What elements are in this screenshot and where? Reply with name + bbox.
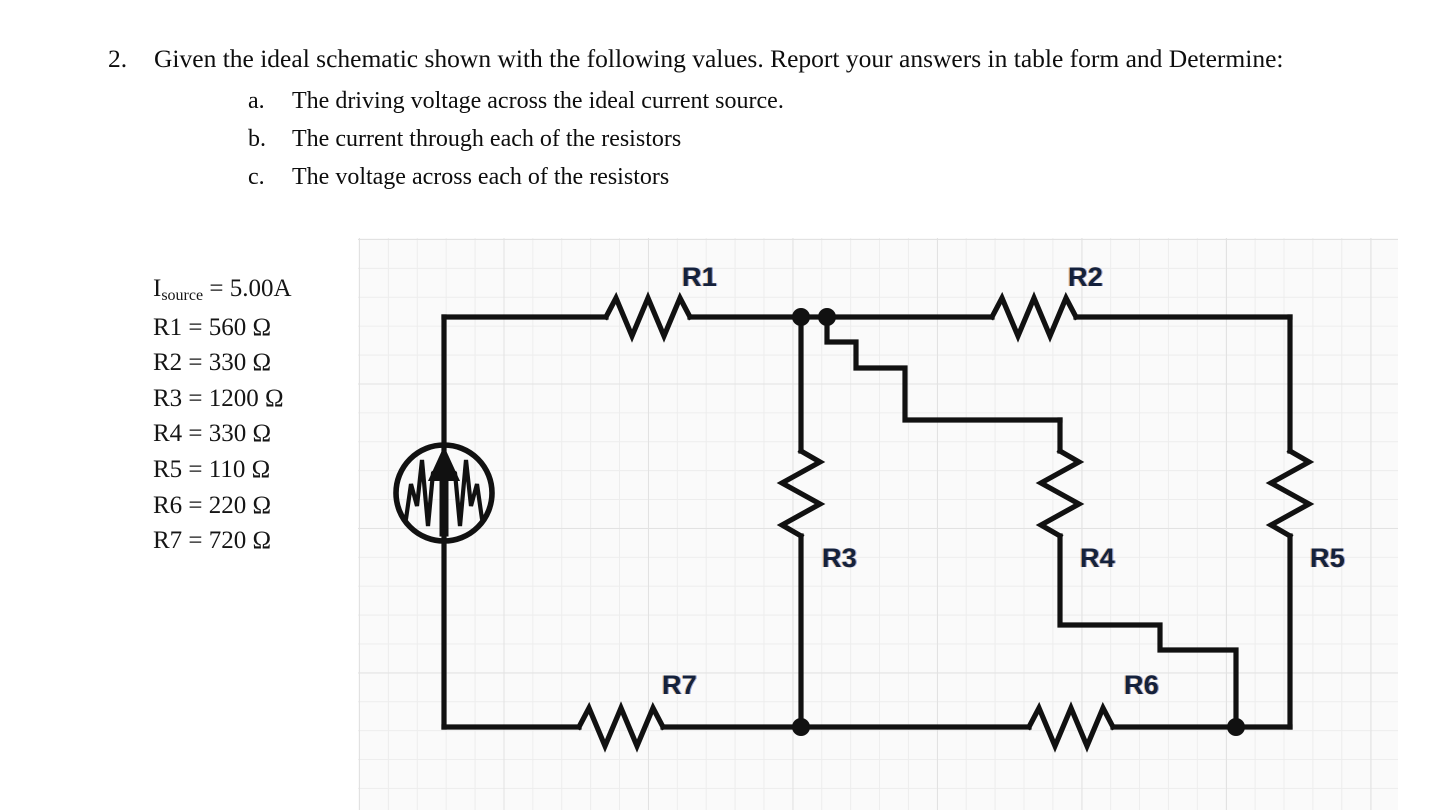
label-R2: R2 xyxy=(1068,262,1104,292)
value-r3: R3 = 1200 Ω xyxy=(153,384,284,412)
question-main: 2. Given the ideal schematic shown with … xyxy=(108,40,1308,79)
subitem-b-marker: b. xyxy=(248,125,266,152)
junction-dot-top-r3 xyxy=(792,308,810,326)
question-subitems: a. The driving voltage across the ideal … xyxy=(108,83,1308,197)
circuit-schematic xyxy=(393,291,1315,753)
label-R1: R1 xyxy=(682,262,718,292)
current-source-noise-right xyxy=(452,459,485,527)
given-values-list: Isource = 5.00A R1 = 560 Ω R2 = 330 Ω R3… xyxy=(153,271,292,559)
subitem-a: a. The driving voltage across the ideal … xyxy=(248,83,1308,121)
resistor-R6-symbol xyxy=(1025,701,1117,753)
current-source-noise-left xyxy=(403,459,436,527)
value-source: Isource = 5.00A xyxy=(153,271,292,310)
source-subscript: source xyxy=(161,287,204,304)
resistor-R7-symbol xyxy=(575,701,667,753)
subitem-c-marker: c. xyxy=(248,163,265,190)
label-R5: R5 xyxy=(1310,543,1346,573)
subitem-b-text: The current through each of the resistor… xyxy=(292,125,682,152)
label-R4: R4 xyxy=(1080,543,1116,573)
current-source-circle xyxy=(393,442,495,544)
resistor-R4-symbol xyxy=(1035,447,1085,540)
label-R6: R6 xyxy=(1124,670,1160,700)
question-text: Given the ideal schematic shown with the… xyxy=(154,44,1284,73)
wire-staircase-upper xyxy=(824,314,1063,423)
value-r5: R5 = 110 Ω xyxy=(153,455,271,483)
subitem-b: b. The current through each of the resis… xyxy=(248,121,1308,159)
resistor-R1-symbol xyxy=(602,291,694,343)
source-value: = 5.00A xyxy=(203,275,292,302)
question-number: 2. xyxy=(108,44,128,73)
schematic-grid-panel: R1 R2 R3 R4 R5 R6 R7 xyxy=(358,238,1398,810)
wire-staircase-lower xyxy=(1057,533,1239,730)
subitem-a-marker: a. xyxy=(248,87,265,114)
junction-dot-top-r4 xyxy=(818,308,836,326)
value-r4: R4 = 330 Ω xyxy=(153,420,272,448)
value-r7: R7 = 720 Ω xyxy=(153,527,272,555)
current-source-arrow-head xyxy=(428,446,460,481)
source-symbol: I xyxy=(153,275,162,302)
label-R3: R3 xyxy=(822,543,858,573)
resistor-R5-symbol xyxy=(1265,447,1315,540)
subitem-a-text: The driving voltage across the ideal cur… xyxy=(292,87,784,114)
question-block: 2. Given the ideal schematic shown with … xyxy=(108,40,1308,196)
subitem-c-text: The voltage across each of the resistors xyxy=(292,163,670,190)
resistor-R3-symbol xyxy=(776,447,826,540)
subitem-c: c. The voltage across each of the resist… xyxy=(248,159,1308,197)
label-R7: R7 xyxy=(662,670,698,700)
junction-dot-bottom-right xyxy=(1227,718,1245,736)
value-r6: R6 = 220 Ω xyxy=(153,491,272,519)
value-r2: R2 = 330 Ω xyxy=(153,349,272,377)
value-r1: R1 = 560 Ω xyxy=(153,313,272,341)
resistor-R2-symbol xyxy=(988,291,1080,343)
junction-dot-bottom-r3 xyxy=(792,718,810,736)
